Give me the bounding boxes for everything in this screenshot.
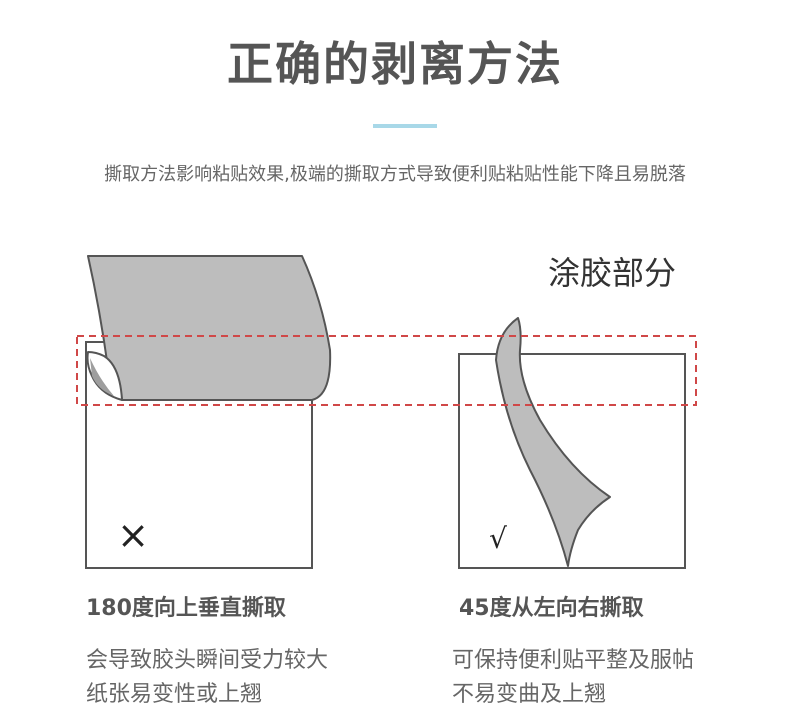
- desc-right-line1: 可保持便利贴平整及服帖: [452, 648, 695, 673]
- caption-wrong: 180度向上垂直撕取: [86, 596, 286, 621]
- peeling-diagram: × √: [76, 255, 697, 569]
- desc-wrong: 会导致胶头瞬间受力较大 纸张易变性或上翘: [86, 644, 328, 712]
- check-mark-icon: √: [489, 522, 507, 555]
- peeled-sheet-wrong: [87, 255, 332, 401]
- wrong-mark-icon: ×: [117, 513, 149, 557]
- sheet-curl-wrong: [86, 351, 123, 401]
- desc-right-line2: 不易变曲及上翘: [452, 682, 607, 707]
- title-underline: [373, 124, 437, 128]
- page-title: 正确的剥离方法: [227, 37, 563, 91]
- page-subtitle: 撕取方法影响粘贴效果,极端的撕取方式导致便利贴粘贴性能下降且易脱落: [104, 164, 686, 185]
- glue-area-label: 涂胶部分: [548, 254, 677, 292]
- desc-wrong-line2: 纸张易变性或上翘: [86, 682, 263, 707]
- caption-right: 45度从左向右撕取: [459, 596, 644, 621]
- desc-wrong-line1: 会导致胶头瞬间受力较大: [86, 648, 329, 673]
- sheet-curl-shade: [90, 358, 114, 396]
- peeled-sheet-right: [495, 317, 611, 567]
- glue-region-outline: [76, 335, 697, 406]
- desc-right: 可保持便利贴平整及服帖 不易变曲及上翘: [452, 644, 694, 712]
